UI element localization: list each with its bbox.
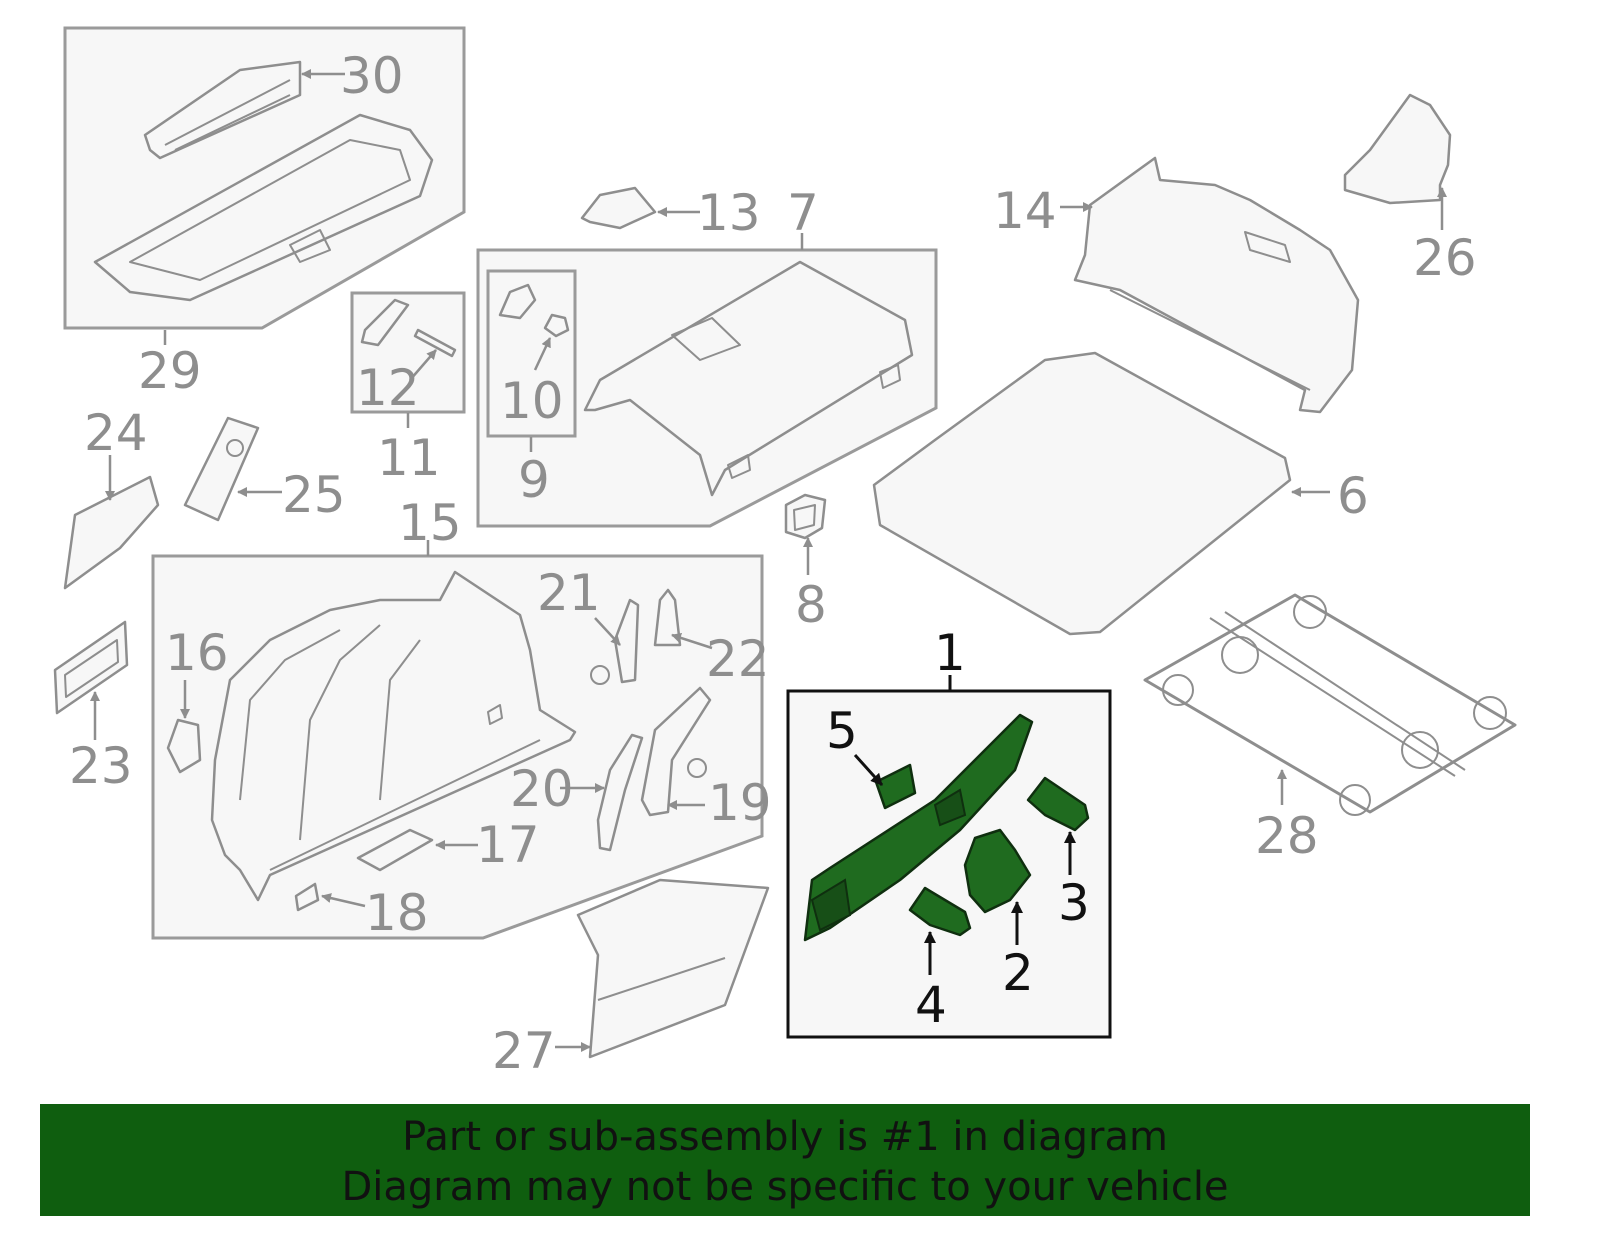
callout-24: 24 xyxy=(84,404,148,462)
part-30-speaker-trim xyxy=(143,60,302,160)
part-22-bracket xyxy=(653,588,682,647)
callout-30: 30 xyxy=(340,47,404,105)
callout-23: 23 xyxy=(69,737,133,795)
part-5-clip xyxy=(874,763,917,810)
callout-15: 15 xyxy=(398,494,462,552)
callout-16: 16 xyxy=(165,624,229,682)
group-15: 15 16 17 18 21 22 20 19 xyxy=(151,494,772,942)
part-10-clip xyxy=(543,313,570,338)
callout-20: 20 xyxy=(510,760,574,818)
part-20-bracket xyxy=(596,733,644,852)
group-28: 28 xyxy=(1143,593,1517,865)
info-banner: Part or sub-assembly is #1 in diagram Di… xyxy=(40,1104,1530,1216)
callout-26: 26 xyxy=(1413,229,1477,287)
part-6-floor-mat xyxy=(872,351,1292,636)
part-19-bracket xyxy=(640,686,712,817)
group-1-highlighted: 1 5 3 2 4 xyxy=(786,624,1112,1039)
group-11: 12 11 xyxy=(350,291,466,487)
part-2-bracket xyxy=(963,828,1032,914)
callout-4: 4 xyxy=(915,976,947,1034)
part-3-bracket xyxy=(1026,776,1090,832)
part-25-plate xyxy=(183,416,260,522)
part-18-pad xyxy=(294,882,320,912)
part-14-side-trim xyxy=(1073,156,1360,414)
group-6: 6 xyxy=(872,351,1369,636)
callout-5: 5 xyxy=(826,702,858,760)
callout-12: 12 xyxy=(356,359,420,417)
group-7: 7 10 9 xyxy=(476,184,938,528)
group-27: 27 xyxy=(492,878,770,1080)
group-13: 13 xyxy=(580,184,761,242)
callout-28: 28 xyxy=(1255,807,1319,865)
part-8-grommet xyxy=(784,493,827,540)
callout-8: 8 xyxy=(795,576,827,634)
box-9 xyxy=(486,269,577,438)
group-23-25: 24 25 23 xyxy=(53,404,346,795)
callout-25: 25 xyxy=(282,466,346,524)
part-29-parcel-shelf xyxy=(93,113,434,302)
part-12-clip xyxy=(360,298,410,347)
part-28-cargo-net xyxy=(1143,593,1517,814)
part-23-panel xyxy=(53,620,129,715)
part-4-bracket xyxy=(908,886,972,937)
callout-3: 3 xyxy=(1058,874,1090,932)
callout-7: 7 xyxy=(787,184,819,242)
callout-14: 14 xyxy=(993,182,1057,240)
callout-13: 13 xyxy=(697,184,761,242)
callout-19: 19 xyxy=(708,774,772,832)
part-13-cap xyxy=(580,186,657,230)
callout-1: 1 xyxy=(934,624,966,682)
part-7-trim-panel xyxy=(583,260,914,497)
part-12-bolt xyxy=(413,328,457,358)
part-27-side-panel xyxy=(576,878,770,1059)
part-16-clip xyxy=(166,718,202,774)
group-14: 14 26 xyxy=(993,93,1477,414)
group-29-parcel-shelf: 30 29 xyxy=(63,26,466,400)
part-21-bracket xyxy=(613,598,640,684)
callout-29: 29 xyxy=(138,342,202,400)
callout-2: 2 xyxy=(1002,944,1034,1002)
part-1-sill-panel xyxy=(803,713,1034,942)
banner-line-2: Diagram may not be specific to your vehi… xyxy=(341,1164,1229,1210)
callout-22: 22 xyxy=(706,630,770,688)
callout-17: 17 xyxy=(476,816,540,874)
banner-line-1: Part or sub-assembly is #1 in diagram xyxy=(402,1114,1168,1160)
callout-9: 9 xyxy=(518,451,550,509)
callout-6: 6 xyxy=(1337,467,1369,525)
part-17-tray xyxy=(356,828,434,872)
callout-27: 27 xyxy=(492,1022,556,1080)
callout-10: 10 xyxy=(500,372,564,430)
callout-21: 21 xyxy=(537,564,601,622)
group-8: 8 xyxy=(784,493,827,634)
part-24-panel xyxy=(63,475,160,590)
part-9-clip xyxy=(498,283,537,320)
part-26-bracket xyxy=(1343,93,1452,205)
callout-18: 18 xyxy=(365,884,429,942)
callout-11: 11 xyxy=(377,429,441,487)
